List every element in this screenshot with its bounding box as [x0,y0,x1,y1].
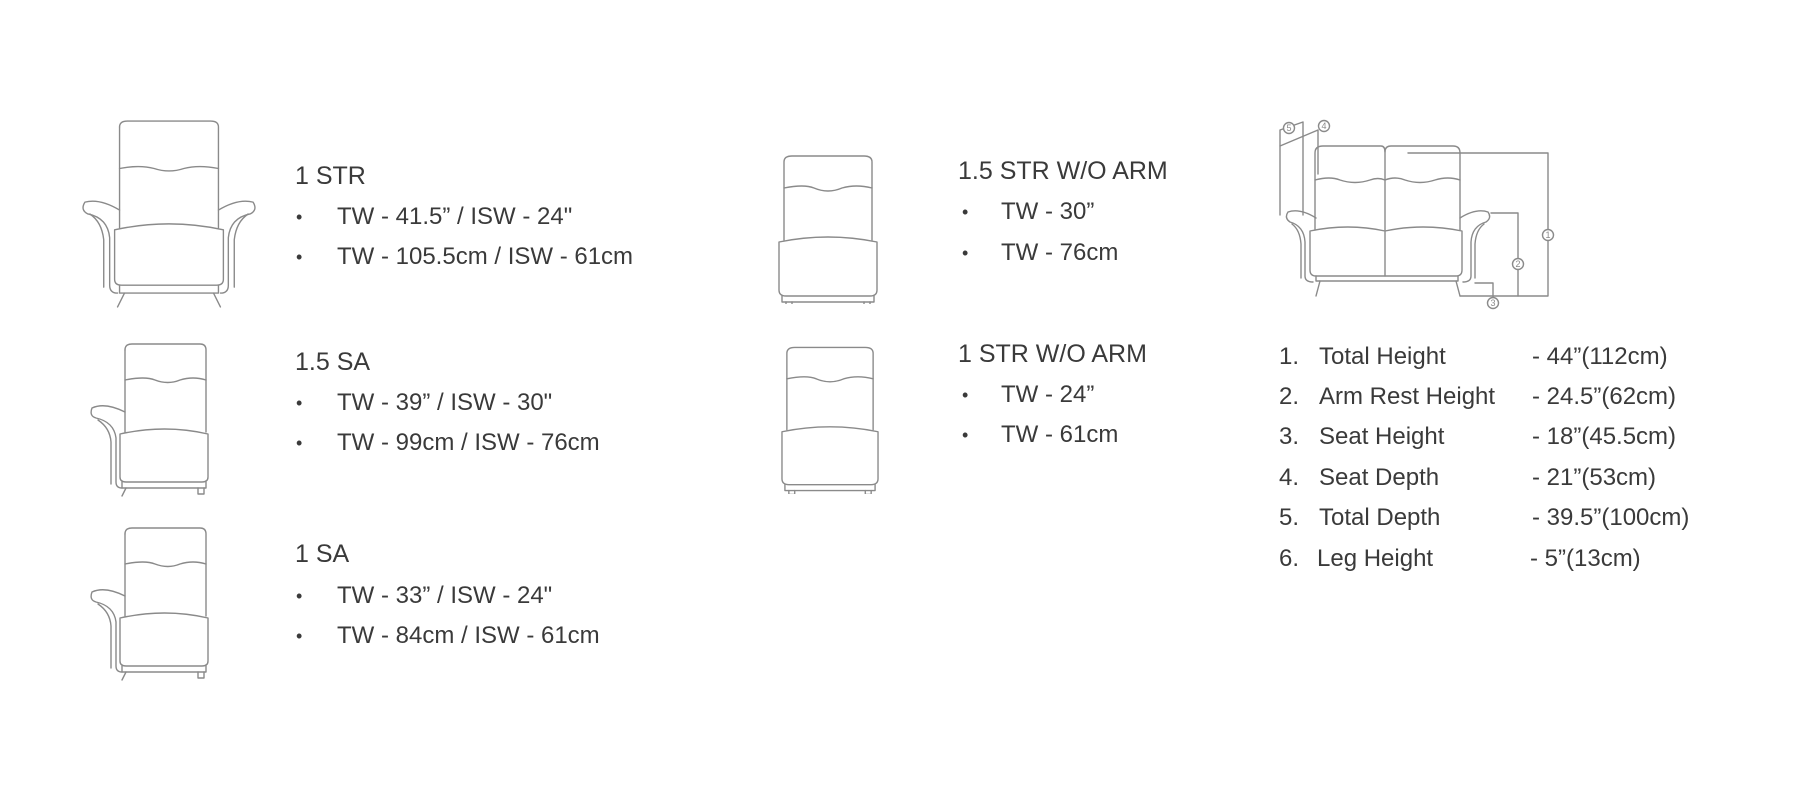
dim-label: Seat Depth [1319,464,1440,491]
bullet-icon: • [296,626,303,646]
dim-value: - 18”(45.5cm) [1532,423,1677,450]
marker-5: 5 [1287,123,1292,133]
dim-num: 4. [1279,464,1300,491]
spec-line: TW - 33” / ISW - 24" [337,582,553,609]
bullet-icon: • [296,586,303,606]
dim-num: 3. [1279,423,1300,450]
bullet-icon: • [296,247,303,267]
marker-3: 3 [1491,298,1496,308]
chair-1-sa-drawing [90,526,210,681]
bullet-icon: • [962,202,969,222]
bullet-icon: • [296,433,303,453]
dim-label: Total Depth [1319,504,1441,531]
product-title: 1 STR W/O ARM [958,340,1147,368]
spec-line: TW - 41.5” / ISW - 24" [337,203,573,230]
spec-line: TW - 105.5cm / ISW - 61cm [337,243,634,270]
spec-line: TW - 24” [1001,381,1095,408]
dim-label: Leg Height [1317,545,1434,572]
dim-num: 5. [1279,504,1300,531]
dim-value: - 5”(13cm) [1530,545,1641,572]
product-title: 1.5 STR W/O ARM [958,157,1168,185]
bullet-icon: • [962,425,969,445]
product-title: 1 STR [295,162,366,190]
bullet-icon: • [296,393,303,413]
marker-2: 2 [1516,259,1521,269]
marker-4: 4 [1322,121,1327,131]
armchair-1-str-drawing [80,118,258,308]
marker-1: 1 [1546,230,1551,240]
dim-value: - 21”(53cm) [1532,464,1657,491]
spec-line: TW - 30” [1001,198,1095,225]
product-title: 1 SA [295,540,350,568]
bullet-icon: • [296,207,303,227]
dim-value: - 24.5”(62cm) [1532,383,1677,410]
bullet-icon: • [962,385,969,405]
chair-1-5-str-wo-arm-drawing [778,154,878,304]
spec-line: TW - 76cm [1001,239,1119,266]
spec-line: TW - 99cm / ISW - 76cm [337,429,600,456]
product-title: 1.5 SA [295,348,371,376]
spec-line: TW - 39” / ISW - 30" [337,389,553,416]
sofa-dimension-diagram: 1 2 3 4 5 [1279,119,1555,310]
bullet-icon: • [962,243,969,263]
chair-1-str-wo-arm-drawing [781,344,879,494]
dim-value: - 44”(112cm) [1532,343,1668,370]
dim-label: Seat Height [1319,423,1445,450]
dim-num: 2. [1279,383,1300,410]
dim-num: 1. [1279,343,1300,370]
dim-num: 6. [1279,545,1300,572]
dim-label: Arm Rest Height [1319,383,1496,410]
spec-line: TW - 84cm / ISW - 61cm [337,622,600,649]
chair-1-5-sa-drawing [90,342,210,497]
dim-label: Total Height [1319,343,1446,370]
dim-value: - 39.5”(100cm) [1532,504,1690,531]
spec-line: TW - 61cm [1001,421,1119,448]
